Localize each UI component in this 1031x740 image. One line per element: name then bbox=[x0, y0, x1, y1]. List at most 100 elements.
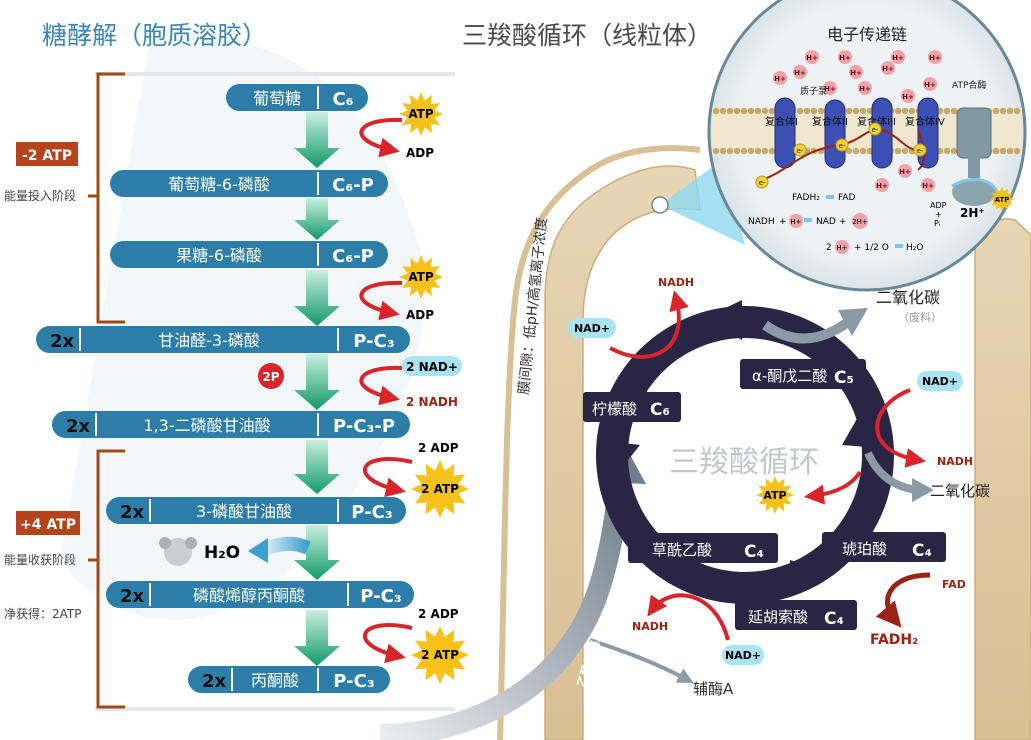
water-eq-hplus bbox=[835, 240, 849, 254]
payoff-badge-text: +4 ATP bbox=[20, 517, 76, 533]
pathway-arrow-3 bbox=[294, 270, 340, 326]
nad-pill-3 bbox=[722, 645, 764, 665]
etc-title: 电子传递链 bbox=[827, 25, 907, 44]
step-name: 1,3-二磷酸甘油酸 bbox=[143, 416, 270, 435]
nad-nadh-arrow bbox=[359, 365, 403, 406]
lipid-head bbox=[817, 107, 825, 115]
lipid-head bbox=[740, 147, 748, 155]
lipid-head bbox=[747, 147, 755, 155]
lipid-head bbox=[852, 107, 860, 115]
lipid-head bbox=[803, 107, 811, 115]
co2-waste-label: （废料） bbox=[898, 310, 942, 324]
nadh-label-3: NADH bbox=[632, 620, 668, 633]
water-eq-o: + 1/2 O bbox=[854, 243, 889, 253]
step-name: 葡萄糖-6-磷酸 bbox=[168, 175, 270, 194]
lipid-head bbox=[796, 107, 804, 115]
proton-bubble bbox=[928, 50, 942, 64]
succinate-formula: C₄ bbox=[912, 541, 932, 561]
proton-bubble bbox=[923, 77, 937, 91]
etc-2hplus-label: 2H+ bbox=[852, 218, 868, 226]
complex-2 bbox=[824, 99, 846, 169]
etc-adp-label: ADP bbox=[930, 201, 947, 210]
fad-label: FAD bbox=[942, 578, 966, 591]
complex-1 bbox=[774, 97, 796, 169]
proton-bubble bbox=[793, 65, 807, 79]
lipid-head bbox=[1013, 147, 1021, 155]
etc-2hplus-matrix bbox=[852, 213, 868, 229]
step-name: 3-磷酸甘油酸 bbox=[196, 502, 292, 521]
step-multiplier: 2x bbox=[50, 331, 75, 352]
nad-label-1: NAD+ bbox=[574, 322, 610, 335]
pathway-arrows bbox=[294, 112, 340, 666]
akg-node: α-酮戊二酸 C₅ bbox=[740, 359, 866, 389]
step-formula: P-C₃ bbox=[351, 502, 392, 523]
electron-marker bbox=[913, 143, 927, 157]
fad-arrow bbox=[875, 572, 931, 628]
step-pill bbox=[106, 497, 406, 524]
lipid-head bbox=[852, 147, 860, 155]
electron-path bbox=[761, 128, 919, 181]
electron-label: e- bbox=[872, 126, 879, 134]
proton-label: H+ bbox=[892, 54, 904, 62]
proton-label: H+ bbox=[774, 75, 786, 83]
lipid-head bbox=[747, 107, 755, 115]
step-formula: C₆ bbox=[332, 89, 353, 110]
co2-arrowhead-top bbox=[838, 308, 868, 336]
lipid-head bbox=[719, 147, 727, 155]
pathway-arrow-7 bbox=[294, 610, 340, 666]
fadh2-label: FADH₂ bbox=[870, 632, 918, 648]
net-gain-label: 净获得：2ATP bbox=[4, 606, 81, 621]
c3-label: 复合体III bbox=[857, 115, 896, 128]
co2-arrowhead-right bbox=[912, 478, 934, 502]
lipid-head bbox=[712, 147, 720, 155]
lipid-head bbox=[943, 107, 951, 115]
zoom-origin bbox=[651, 196, 669, 214]
citrate-label: 柠檬酸 bbox=[592, 400, 637, 418]
cycle-arrow-right bbox=[842, 410, 880, 448]
proton-bubble bbox=[823, 81, 837, 95]
payoff-label: 能量收获阶段 bbox=[4, 552, 76, 567]
proton-label: H+ bbox=[922, 182, 934, 190]
proton-bubble bbox=[901, 89, 915, 103]
acetyl-coa-label: 乙酰辅酶A bbox=[574, 629, 606, 689]
lipid-head bbox=[733, 147, 741, 155]
oxaloacetate-label: 草酰乙酸 bbox=[652, 541, 712, 559]
c2-label: 复合体II bbox=[812, 115, 848, 128]
water-label: H₂O bbox=[204, 543, 240, 563]
lipid-head bbox=[1006, 107, 1014, 115]
etc-plus-2: + bbox=[839, 217, 847, 227]
step-name: 果糖-6-磷酸 bbox=[176, 246, 262, 265]
lipid-head bbox=[943, 147, 951, 155]
invest-badge-text: -2 ATP bbox=[22, 148, 72, 164]
water-arrowhead bbox=[248, 538, 268, 563]
lipid-head bbox=[845, 147, 853, 155]
lipid-head bbox=[859, 107, 867, 115]
electron-markers: e-e-e-e-e- bbox=[755, 122, 927, 189]
lipid-head bbox=[733, 107, 741, 115]
step-name: 甘油醛-3-磷酸 bbox=[158, 331, 260, 350]
etc-fad-label: FAD bbox=[838, 193, 856, 203]
water-molecule-h1 bbox=[159, 537, 171, 549]
step-name: 丙酮酸 bbox=[251, 671, 299, 690]
step-formula: P-C₃-P bbox=[333, 416, 395, 437]
citrate-node: 柠檬酸 C₆ bbox=[583, 392, 681, 422]
proton-bubble bbox=[898, 164, 912, 178]
proton-label: H+ bbox=[902, 93, 914, 101]
electron-marker bbox=[868, 122, 882, 136]
lipid-head bbox=[740, 107, 748, 115]
lipid-head bbox=[810, 107, 818, 115]
payoff-bracket bbox=[96, 449, 125, 709]
proton-label: H+ bbox=[899, 168, 911, 176]
nad-label-3: NAD+ bbox=[725, 649, 761, 662]
proton-bubble bbox=[875, 178, 889, 192]
adp-atp-arrow-1 bbox=[362, 457, 413, 498]
step-formula: P-C₃ bbox=[360, 586, 401, 607]
lipid-head bbox=[1006, 147, 1014, 155]
proton-bubble bbox=[921, 178, 935, 192]
atp-label-2: ATP bbox=[408, 270, 434, 284]
pathway-arrow-6 bbox=[294, 525, 340, 580]
co2-top-label: 二氧化碳 bbox=[876, 288, 940, 307]
